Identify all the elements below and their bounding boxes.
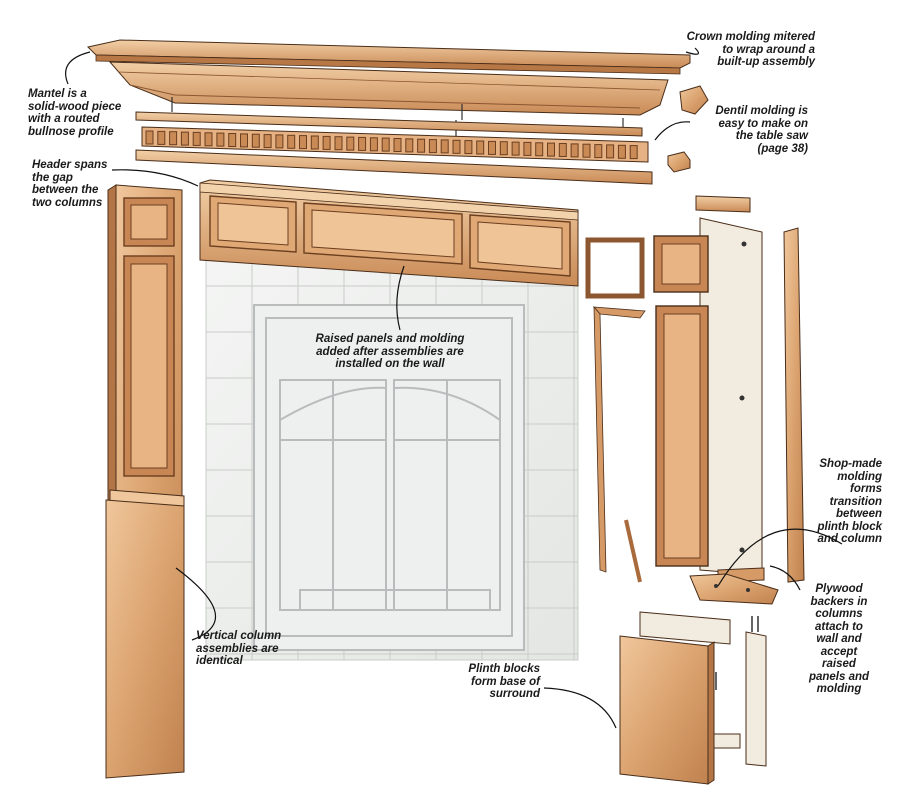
mantel-board (86, 39, 691, 75)
plinth-blocks-callout: Plinth blocks form base of surround (468, 663, 540, 700)
left-column (105, 184, 185, 779)
build-up-strip (135, 111, 643, 137)
mantel-callout: Mantel is a solid-wood piece with a rout… (28, 88, 122, 138)
plywood-backers-callout: Plywood backers in columns attach to wal… (808, 583, 870, 695)
crown-molding (108, 61, 709, 116)
bottom-strip (135, 149, 653, 185)
raised-panels-callout: Raised panels and molding added after as… (315, 333, 465, 370)
callout-leaders (65, 47, 843, 729)
crown-molding-callout: Crown molding mitered to wrap around a b… (686, 31, 815, 68)
header-callout: Header spans the gap between the two col… (32, 159, 108, 209)
dentil-molding-callout: Dentil molding is easy to make on the ta… (715, 105, 808, 155)
dentil-molding (141, 126, 691, 173)
right-column-parts (585, 195, 805, 605)
header-panel (199, 179, 579, 287)
plinth-block-parts (619, 611, 767, 785)
vertical-columns-callout: Vertical column assemblies are identical (196, 630, 282, 667)
fireplace-doors (253, 304, 525, 651)
shop-made-molding-callout: Shop-made molding forms transition betwe… (817, 458, 882, 545)
